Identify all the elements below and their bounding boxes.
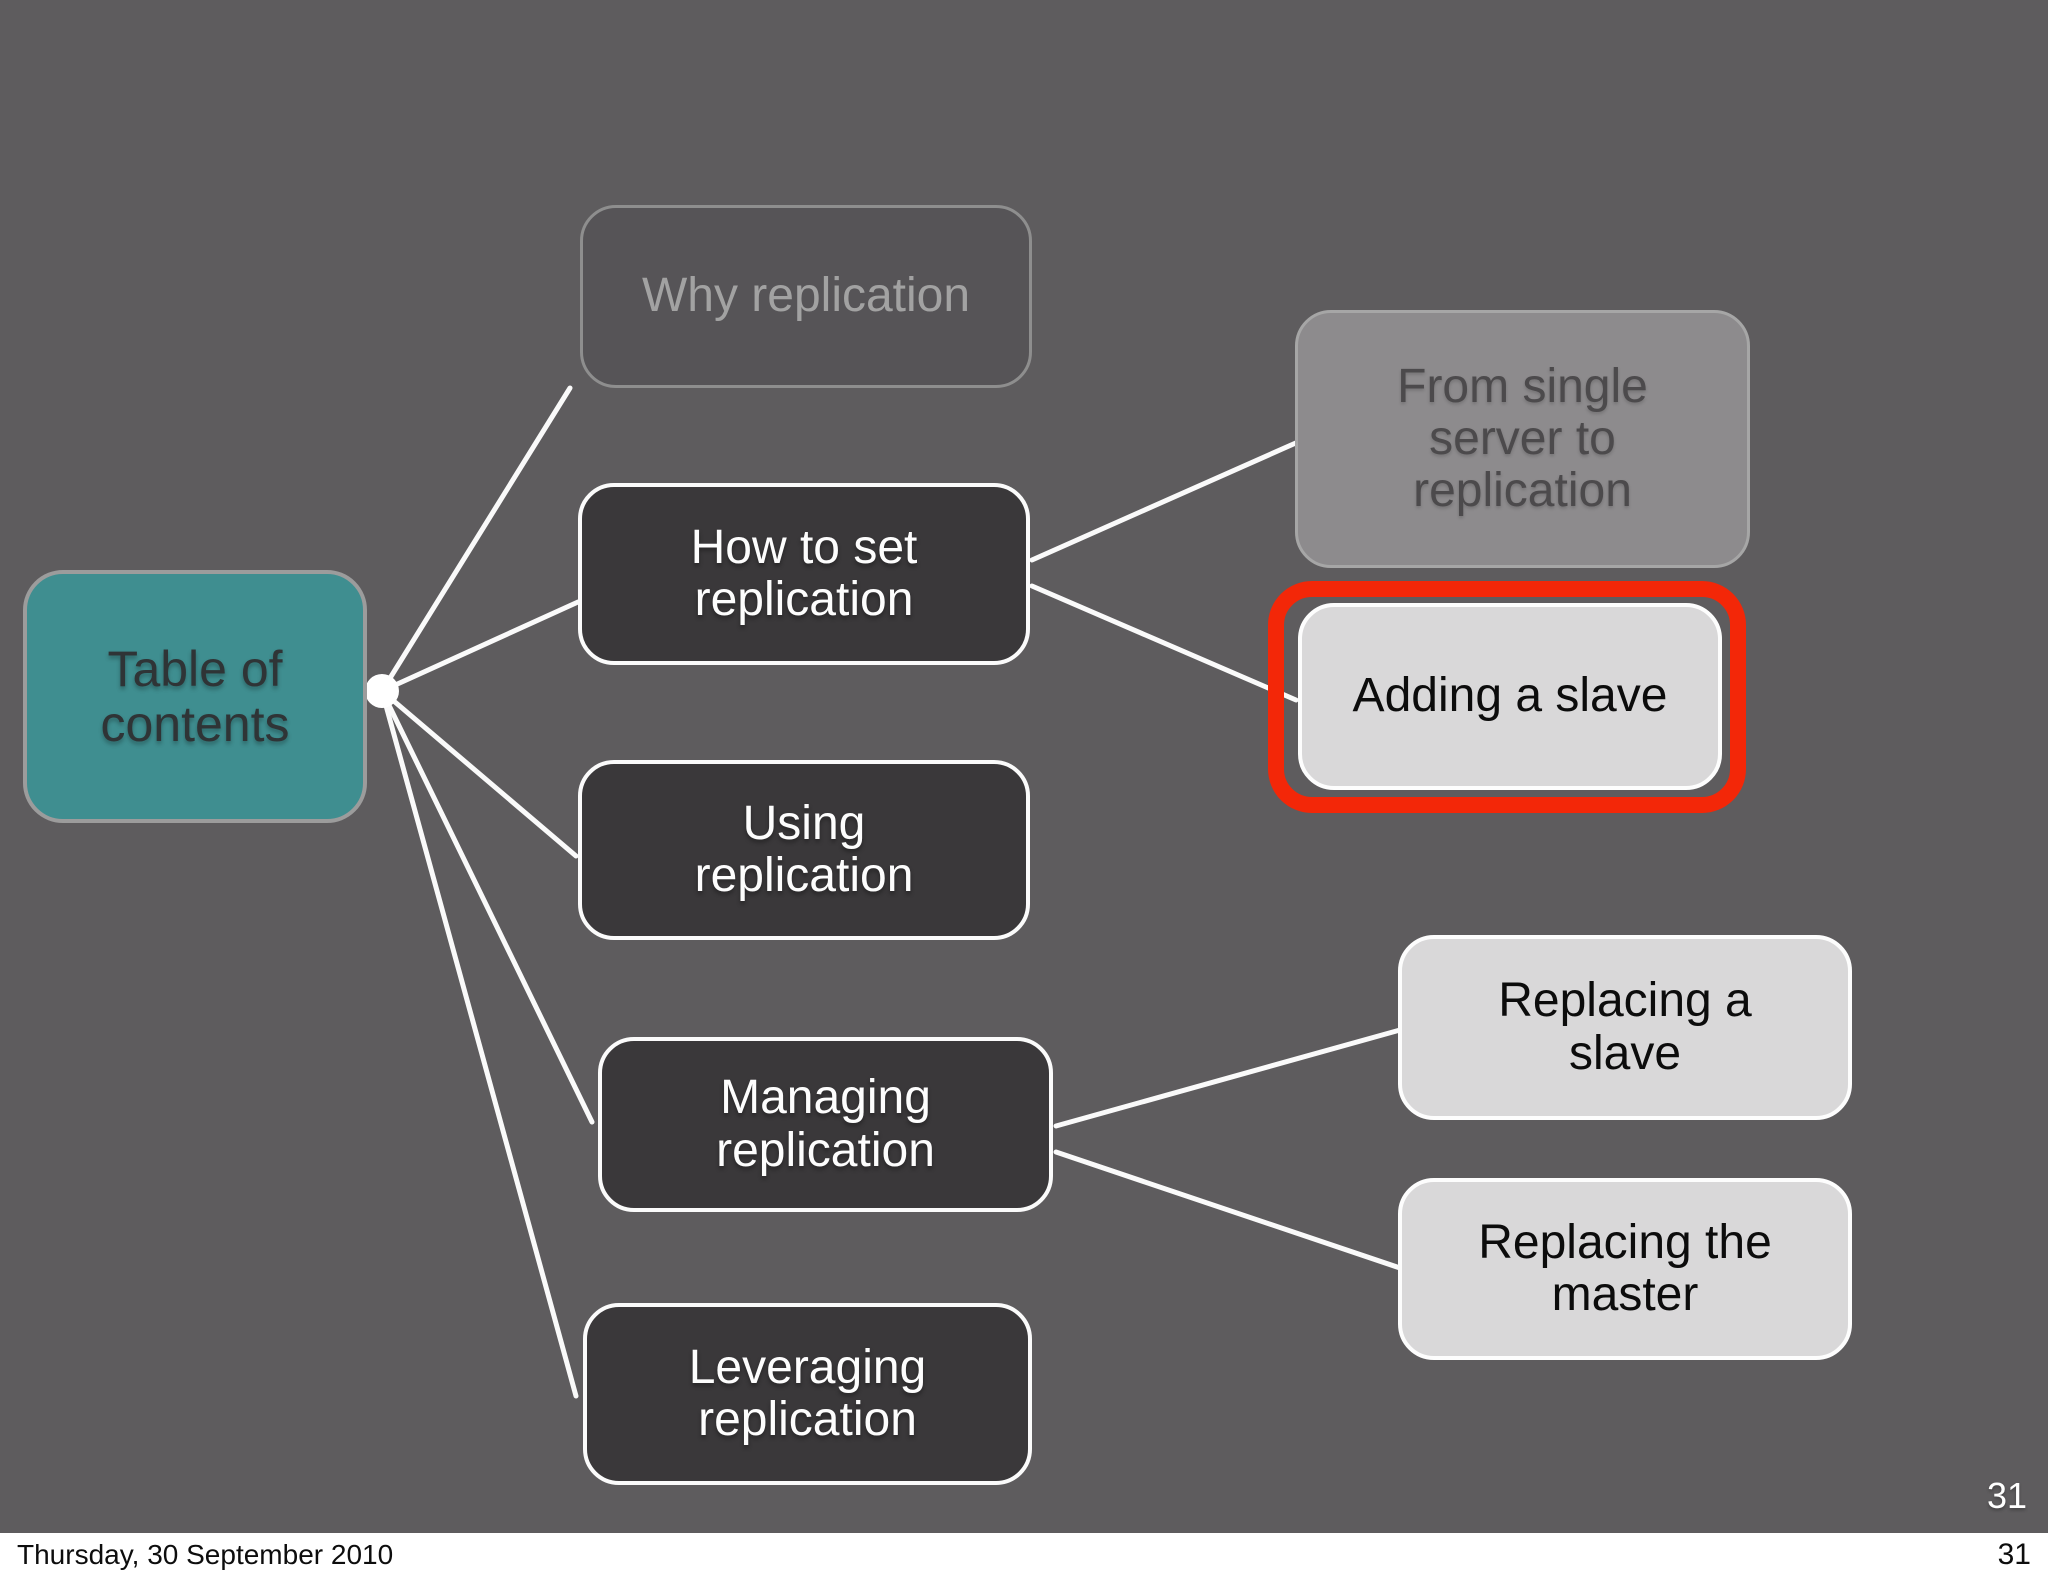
- node-leveraging-replication: Leveraging replication: [583, 1303, 1032, 1485]
- node-why-replication: Why replication: [580, 205, 1032, 388]
- node-label: How to set replication: [690, 520, 918, 626]
- connector-managing-replslave: [1053, 1027, 1403, 1129]
- connector-how-fromsingle: [1029, 439, 1301, 563]
- footer-bar: Thursday, 30 September 2010 31: [0, 1533, 2048, 1576]
- node-label: Managing replication: [716, 1071, 935, 1177]
- node-replacing-a-slave: Replacing a slave: [1398, 935, 1852, 1120]
- footer-date: Thursday, 30 September 2010: [17, 1538, 394, 1570]
- connector-root-why: [379, 385, 573, 694]
- connector-managing-replmaster: [1053, 1149, 1403, 1271]
- node-label: Why replication: [641, 269, 971, 323]
- node-label: From single server to replication: [1397, 359, 1648, 518]
- connector-root-managing: [379, 688, 595, 1125]
- connector-root-leveraging: [379, 688, 579, 1399]
- node-how-to-set-replication: How to set replication: [578, 483, 1030, 665]
- current-item-highlight-ring: [1268, 581, 1746, 813]
- connector-how-adding: [1029, 583, 1299, 703]
- node-using-replication: Using replication: [578, 760, 1030, 940]
- hub-dot: [365, 674, 399, 708]
- connector-layer: [365, 385, 1403, 1399]
- node-label: Adding a slave: [1352, 669, 1668, 723]
- footer-page-number: 31: [1997, 1537, 2031, 1571]
- node-label: Using replication: [694, 796, 914, 902]
- node-label: Replacing a slave: [1498, 974, 1752, 1080]
- node-managing-replication: Managing replication: [598, 1037, 1053, 1212]
- node-label: Replacing the master: [1478, 1215, 1772, 1321]
- node-adding-a-slave: Adding a slave: [1298, 603, 1722, 790]
- node-replacing-the-master: Replacing the master: [1398, 1178, 1852, 1360]
- slide-page-number: 31: [1986, 1475, 2027, 1516]
- node-table-of-contents: Table of contents: [23, 570, 367, 823]
- node-label: Leveraging replication: [688, 1340, 927, 1446]
- node-label: Table of contents: [100, 641, 290, 752]
- connector-root-how: [379, 599, 581, 694]
- node-from-single-server-to-replication: From single server to replication: [1295, 310, 1750, 568]
- connector-root-using: [379, 688, 579, 859]
- slide-canvas: Table of contents Why replication How to…: [0, 0, 2048, 1533]
